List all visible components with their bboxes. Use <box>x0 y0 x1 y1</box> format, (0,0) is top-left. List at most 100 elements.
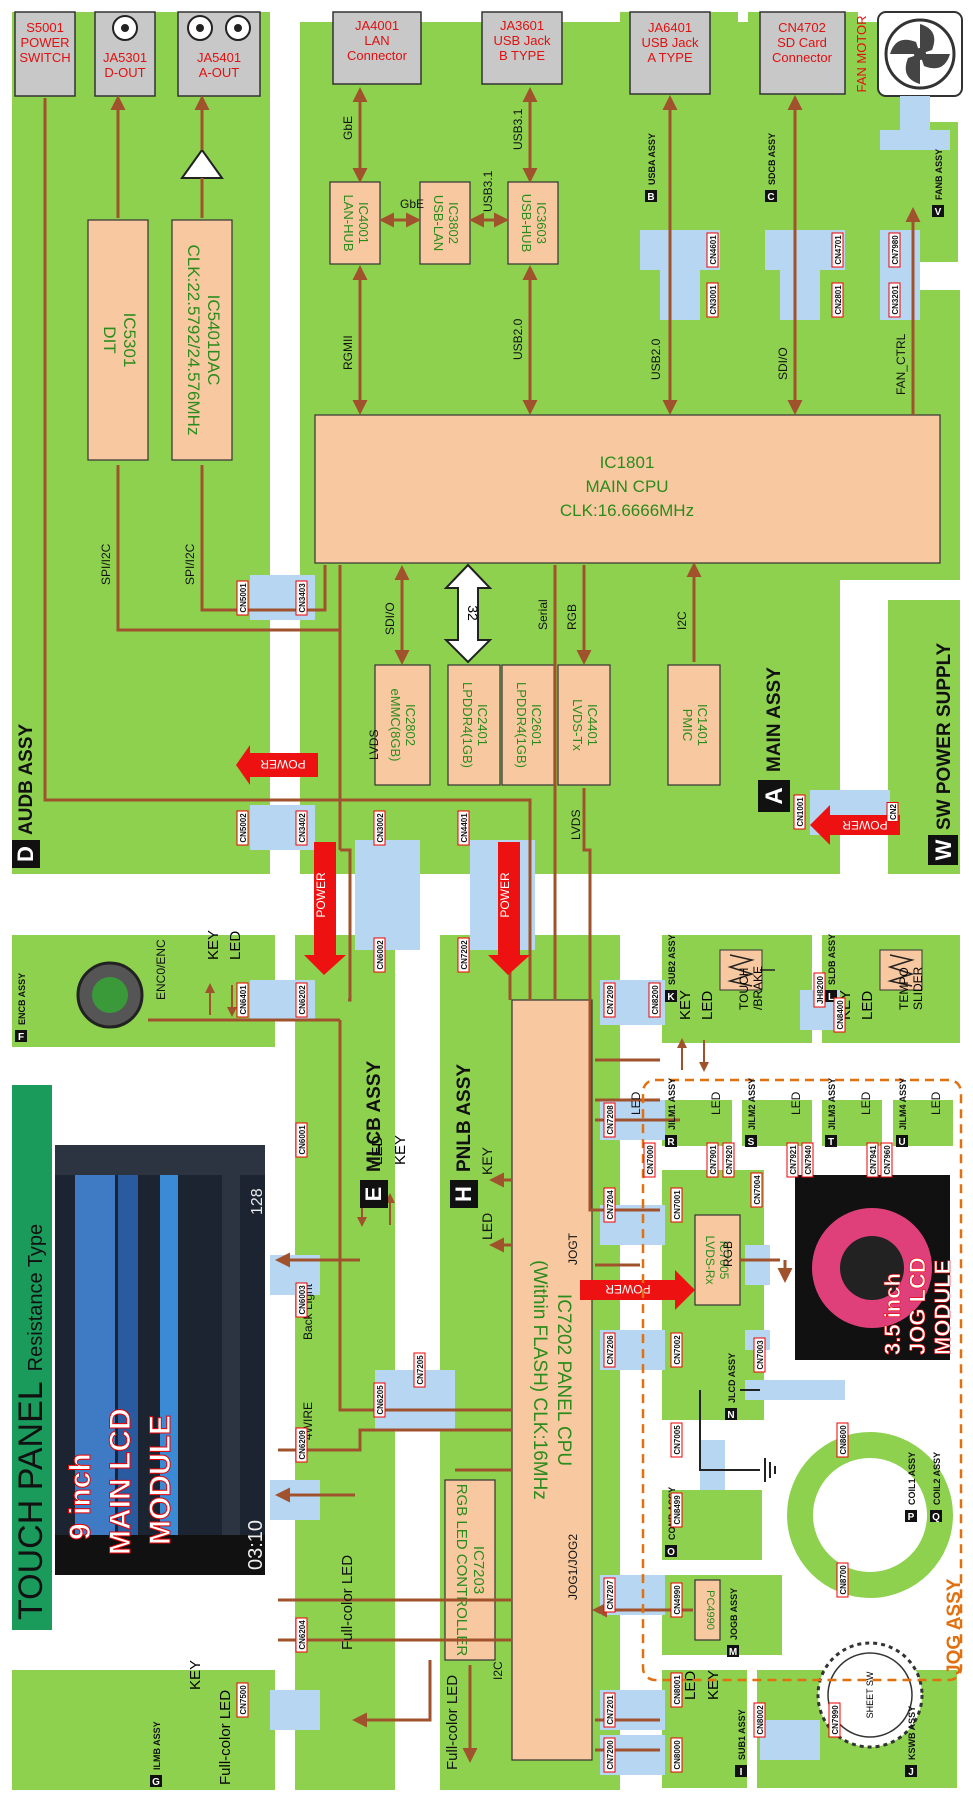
svg-text:POWER: POWER <box>842 818 888 832</box>
svg-text:IC7005LVDS-Rx: IC7005LVDS-Rx <box>703 1235 731 1284</box>
board-coil <box>787 1432 953 1598</box>
svg-text:3.5 inch: 3.5 inch <box>880 1273 905 1355</box>
connector-tag-label: CN4990 <box>673 1585 682 1615</box>
connector-tag-label: CN4401 <box>460 813 469 843</box>
svg-text:RGB: RGB <box>565 604 579 630</box>
jog-assy-frame <box>641 1078 963 1682</box>
svg-text:T: T <box>828 1137 834 1148</box>
bus-32-arrow: 32 <box>443 563 493 664</box>
connector-tag: CN7206 <box>603 1332 616 1368</box>
fan-motor-label: FAN MOTOR <box>854 15 869 92</box>
chip-ic7203: IC7203RGB LED CONTROLLER <box>444 1479 496 1661</box>
encoder-knob-icon <box>76 961 144 1029</box>
connector-tag: CN7201 <box>603 1692 616 1728</box>
svg-text:A: A <box>761 787 788 804</box>
svg-text:IC5301DIT: IC5301DIT <box>100 313 139 368</box>
chip-ic4001: IC4001LAN-HUB <box>329 181 381 265</box>
connector-tag: CN7209 <box>603 982 616 1018</box>
svg-text:JOGB ASSY: JOGB ASSY <box>729 1588 739 1640</box>
connector-tag: CN4990 <box>670 1582 683 1618</box>
connector-tag: CN3001 <box>706 282 719 318</box>
svg-text:IC1801: IC1801 <box>600 453 655 472</box>
svg-text:PC4990: PC4990 <box>704 1590 716 1630</box>
svg-text:D: D <box>13 846 38 862</box>
svg-text:RGMII: RGMII <box>341 335 355 370</box>
touch-panel: TOUCH PANELResistance Type <box>12 1085 52 1630</box>
svg-text:KEY: KEY <box>187 1660 204 1690</box>
svg-text:SDI/O: SDI/O <box>383 602 397 635</box>
svg-text:Full-color LED: Full-color LED <box>339 1555 356 1650</box>
sheet-switch: SHEET SW <box>816 1641 924 1749</box>
power-arrows: POWER POWER POWER POWER POWER <box>236 745 900 1310</box>
chip-ic1401: IC1401PMIC <box>667 664 721 786</box>
connector-tag-label: CN7005 <box>673 1425 682 1455</box>
connector-tag: CN7005 <box>670 1422 683 1458</box>
connector-tag-label: JH8200 <box>816 975 825 1004</box>
svg-text:SUB2 ASSY: SUB2 ASSY <box>667 934 677 985</box>
connector-tag: CN7202 <box>457 937 470 973</box>
connector-tag: CN4401 <box>457 810 470 846</box>
svg-text:SLDB ASSY: SLDB ASSY <box>827 934 837 985</box>
svg-text:KEY: KEY <box>677 990 694 1020</box>
connector-tag: CN6001 <box>295 1122 308 1158</box>
connector-tag-label: CN8700 <box>839 1565 848 1595</box>
svg-text:JILM3 ASSY: JILM3 ASSY <box>827 1078 837 1130</box>
svg-text:N: N <box>727 1410 734 1421</box>
connector-tag-label: CN6204 <box>298 1620 307 1650</box>
connector-tag: CN6202 <box>295 982 308 1018</box>
svg-text:POWER: POWER <box>605 1282 651 1296</box>
connector-tag-label: CN7500 <box>239 1685 248 1715</box>
svg-text:B: B <box>647 192 654 203</box>
svg-text:USB2.0: USB2.0 <box>511 318 525 360</box>
connector-tag: CN7960 <box>880 1142 893 1178</box>
chip-ic3603: IC3603USB-HUB <box>507 181 559 265</box>
svg-text:TEMPOSLIDER: TEMPOSLIDER <box>897 966 925 1010</box>
connector-tag: CN7205 <box>413 1352 426 1388</box>
svg-text:I2C: I2C <box>675 611 689 630</box>
connector-tag-label: CN7921 <box>789 1145 798 1175</box>
svg-text:S: S <box>748 1137 755 1148</box>
touch-brake-resistor-icon: TOUCH/BRAKE <box>719 949 775 1010</box>
connector-tag: CN7003 <box>753 1337 766 1373</box>
chip-ic2601: IC2601LPDDR4(1GB) <box>501 664 555 786</box>
connector-tag-label: CN7003 <box>756 1340 765 1370</box>
svg-text:V: V <box>935 207 942 218</box>
svg-text:IC5401DACCLK:22.5792/24.576MHz: IC5401DACCLK:22.5792/24.576MHz <box>184 245 223 436</box>
svg-text:Full-color LED: Full-color LED <box>217 1690 234 1785</box>
connector-tag: CN8200 <box>648 982 661 1018</box>
svg-text:SPI/I2C: SPI/I2C <box>99 543 113 585</box>
svg-text:LED: LED <box>369 1136 386 1165</box>
svg-text:M: M <box>729 1647 737 1658</box>
svg-text:SHEET SW: SHEET SW <box>865 1671 875 1718</box>
svg-text:COIL2 ASSY: COIL2 ASSY <box>932 1452 942 1505</box>
connector-tag-label: CN7205 <box>416 1355 425 1385</box>
svg-text:JOG LCD: JOG LCD <box>905 1257 930 1355</box>
svg-text:LED: LED <box>929 1091 943 1115</box>
svg-text:U: U <box>898 1137 905 1148</box>
connector-tag: CN8499 <box>670 1492 683 1528</box>
connector-tag-label: CN7209 <box>606 985 615 1015</box>
svg-text:Q: Q <box>932 1512 940 1523</box>
svg-text:LED: LED <box>227 931 244 960</box>
connector-tag: CN7500 <box>236 1682 249 1718</box>
connector-tag-label: CN7208 <box>606 1105 615 1135</box>
connector-tag: CN7207 <box>603 1577 616 1613</box>
connector-tag-label: CN7206 <box>606 1335 615 1365</box>
svg-text:IC2601LPDDR4(1GB): IC2601LPDDR4(1GB) <box>514 682 544 768</box>
svg-text:KEY: KEY <box>205 930 222 960</box>
key-led-ilmb: KEY Full-color LED <box>187 1660 234 1785</box>
connector-tag: CN6209 <box>295 1427 308 1463</box>
svg-text:JILM4 ASSY: JILM4 ASSY <box>898 1078 908 1130</box>
svg-text:JLCD ASSY: JLCD ASSY <box>727 1353 737 1403</box>
key-led-sub1: LED KEY <box>682 1670 722 1700</box>
